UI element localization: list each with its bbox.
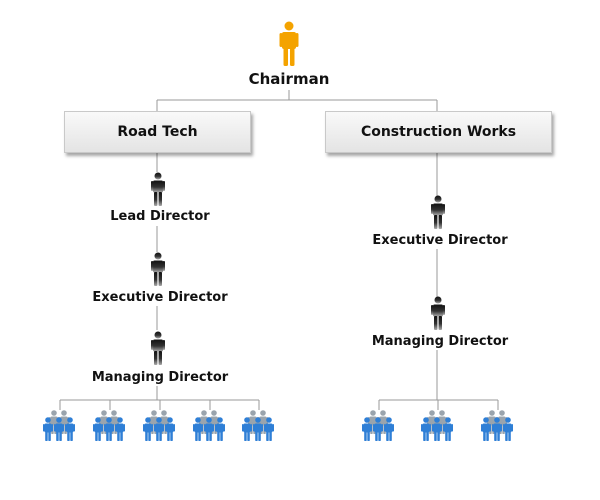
- team-group-icon: [421, 410, 453, 441]
- team-group-icon: [43, 410, 75, 441]
- team-group-icon: [93, 410, 125, 441]
- division-box-road-tech: Road Tech: [64, 111, 251, 153]
- managing-director-person-icon: [151, 331, 165, 365]
- team-group-icon: [143, 410, 175, 441]
- role-label-managing-director: Managing Director: [91, 370, 229, 385]
- managing-director-person-icon: [431, 296, 445, 330]
- role-label-managing-director: Managing Director: [371, 334, 509, 349]
- role-label-executive-director: Executive Director: [372, 233, 508, 248]
- role-label-lead-director: Lead Director: [110, 209, 210, 224]
- team-group-icon: [193, 410, 225, 441]
- division-box-construction-works: Construction Works: [325, 111, 552, 153]
- team-group-icon: [362, 410, 394, 441]
- team-group-icon: [242, 410, 274, 441]
- division-name: Construction Works: [360, 124, 517, 140]
- chairman-person-icon: [279, 21, 299, 66]
- role-label-executive-director: Executive Director: [92, 290, 228, 305]
- team-group-icon: [481, 410, 513, 441]
- division-name: Road Tech: [117, 124, 198, 140]
- executive-director-person-icon: [431, 195, 445, 229]
- chairman-title: Chairman: [248, 70, 330, 88]
- executive-director-person-icon: [151, 252, 165, 286]
- lead-director-person-icon: [151, 172, 165, 206]
